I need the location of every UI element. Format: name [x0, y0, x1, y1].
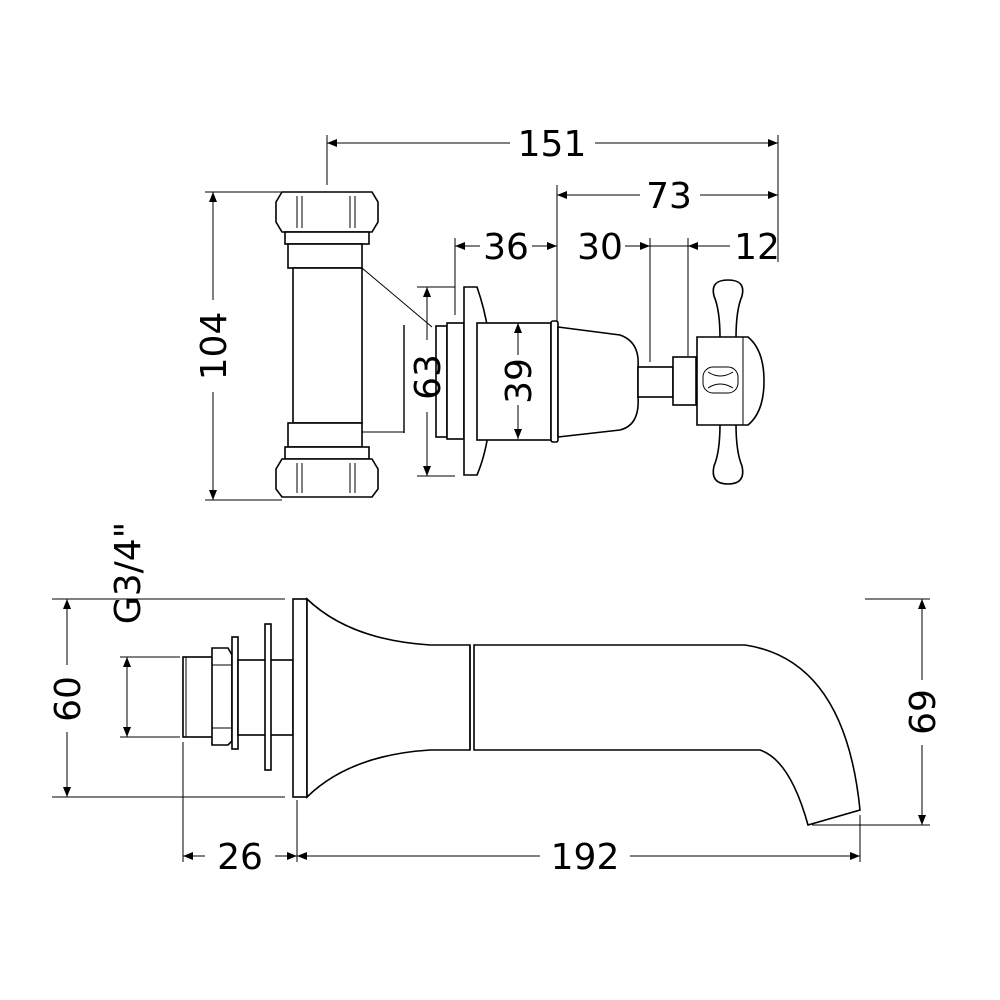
dim-151: 151: [518, 124, 587, 165]
washer: [264, 623, 272, 771]
dim-60: 60: [48, 676, 89, 722]
valve-dimensions: 151 73 36 30 12 104 63 39: [194, 124, 780, 501]
dim-thread-size: G3/4": [108, 522, 149, 624]
spout-dimensions: 60 G3/4" 69 26 192: [48, 522, 944, 878]
dim-192: 192: [551, 837, 620, 878]
handle-hub: [696, 336, 765, 426]
top-nut: [275, 191, 379, 233]
dim-12: 12: [734, 227, 780, 268]
dim-63: 63: [408, 354, 449, 400]
bottom-nut: [275, 458, 379, 498]
thread: [182, 656, 214, 738]
spout-neck: [306, 597, 471, 799]
dim-30: 30: [577, 227, 623, 268]
valve-body-drawing: [275, 191, 765, 498]
spindle: [637, 366, 674, 398]
valve-cone: [557, 326, 639, 438]
dim-73: 73: [646, 176, 692, 217]
valve-body: [476, 322, 552, 441]
dim-36: 36: [483, 227, 529, 268]
pipe: [292, 267, 363, 424]
dim-26: 26: [217, 837, 263, 878]
dim-104: 104: [194, 312, 235, 381]
backnut: [211, 647, 233, 746]
dim-39: 39: [499, 358, 540, 404]
handle-indicator: [702, 366, 739, 394]
spout-outlet: [473, 644, 861, 826]
dim-69: 69: [903, 689, 944, 735]
handle-top-lever: [712, 279, 744, 339]
spout-backplate: [292, 598, 308, 798]
spout-drawing: [182, 597, 861, 826]
handle-bottom-lever: [712, 423, 744, 485]
